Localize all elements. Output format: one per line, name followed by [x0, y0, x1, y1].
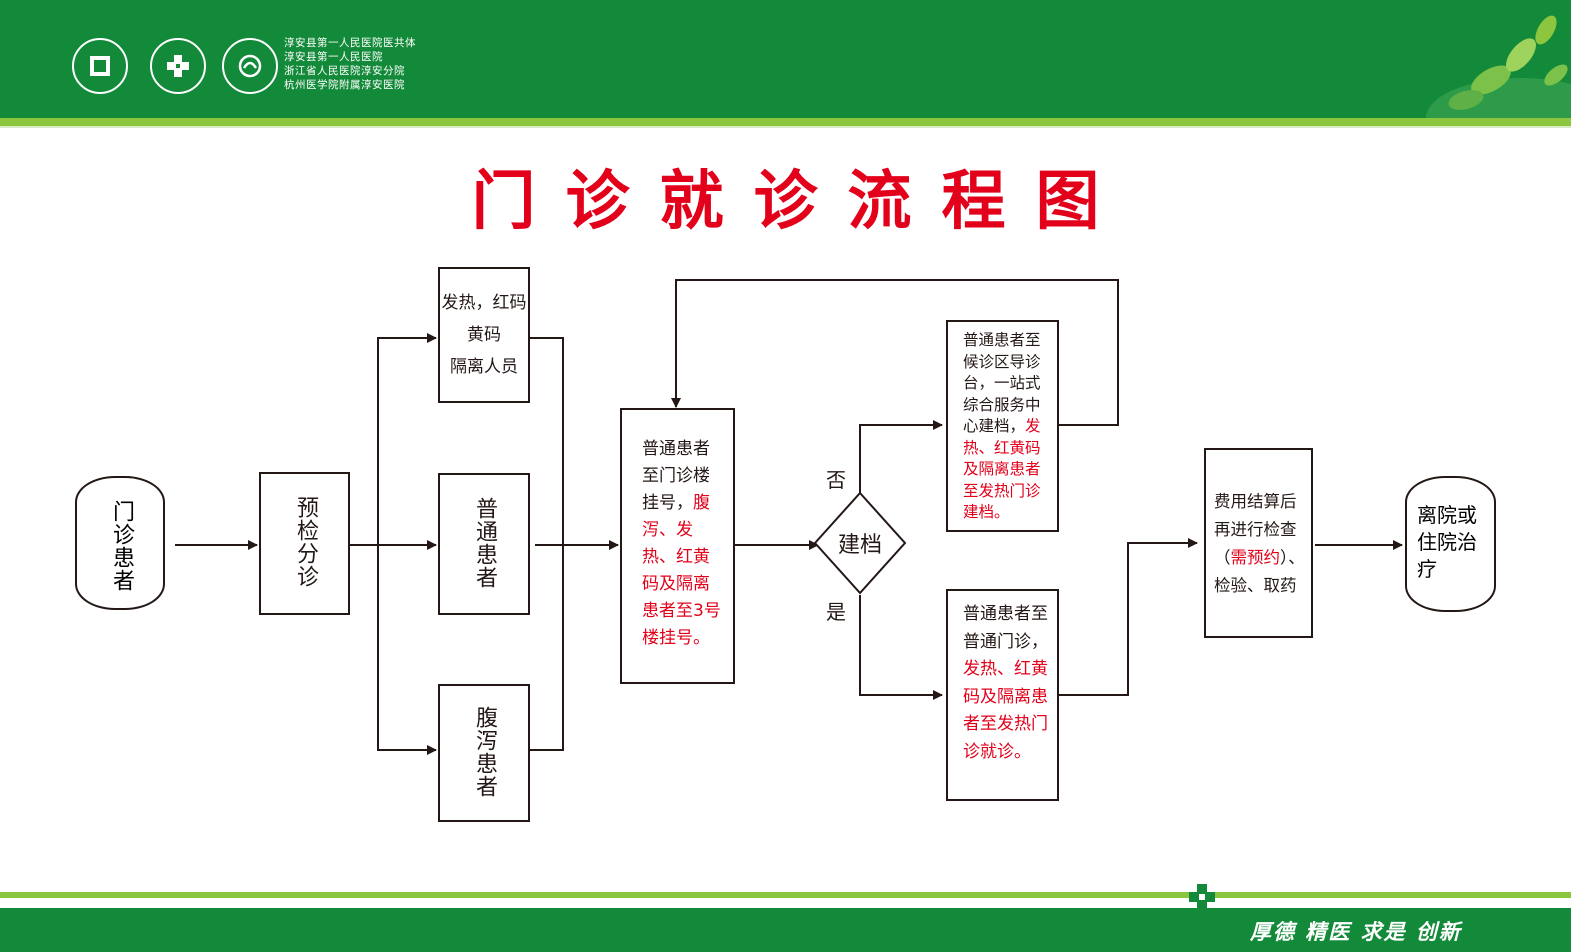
arrow-decision-yes [859, 595, 943, 700]
start-label: 门诊患者 [109, 500, 134, 592]
arrow-to-payment [1058, 538, 1198, 696]
end-node: 离院或住院治疗 [1405, 476, 1496, 612]
payment-text-1: 费用结算后再进行检查（ [1214, 492, 1297, 567]
yes-label: 是 [826, 600, 846, 624]
medical-cross-icon [1189, 884, 1215, 910]
normal-label: 普通患者 [472, 497, 497, 589]
no-branch-node: 普通患者至候诊区导诊台，一站式综合服务中心建档，发热、红黄码及隔离患者至发热门诊… [946, 320, 1059, 532]
payment-text-3: ）、检验、取药 [1214, 548, 1305, 595]
hospital-line: 杭州医学院附属淳安医院 [284, 79, 405, 91]
fever-line: 发热，红码 [441, 293, 527, 313]
triage-node: 预检分诊 [259, 472, 350, 615]
no-branch-special-text: 发热、红黄码及隔离患者至发热门诊建档。 [963, 417, 1041, 521]
fever-line: 黄码 [467, 325, 501, 345]
payment-node: 费用结算后再进行检查（需预约）、检验、取药 [1204, 448, 1313, 638]
footer-accent-line [0, 892, 1571, 898]
triage-label: 预检分诊 [293, 496, 318, 588]
diarrhea-patient-node: 腹泻患者 [438, 684, 530, 822]
arrow-triage-to-fever [377, 333, 437, 545]
decision-label: 建档 [838, 533, 882, 558]
leaf-decoration-icon [1426, 15, 1571, 118]
registration-special-text: 腹泻、发热、红黄码及隔离患者至3号楼挂号。 [642, 493, 721, 648]
fever-line: 隔离人员 [450, 357, 518, 377]
yes-branch-normal-text: 普通患者至普通门诊， [963, 604, 1048, 652]
arrow-decision-no [859, 420, 943, 493]
normal-patient-node: 普通患者 [438, 473, 530, 615]
decision-diamond [813, 491, 907, 595]
end-label: 离院或住院治疗 [1417, 503, 1477, 581]
yes-branch-node: 普通患者至普通门诊， 发热、红黄码及隔离患者至发热门诊就诊。 [946, 589, 1059, 801]
arrow-triage-to-diarrhea [377, 545, 437, 755]
start-node: 门诊患者 [75, 476, 165, 610]
page-title: 门诊就诊流程图 [471, 165, 1130, 239]
footer-band [0, 908, 1571, 952]
arrow-loop-back [671, 279, 1119, 426]
hospital-alliance-logo-icon [72, 38, 128, 94]
no-branch-normal-text: 普通患者至候诊区导诊台，一站式综合服务中心建档， [963, 331, 1041, 435]
hospital-slogan: 厚德 精医 求是 创新 [1250, 919, 1462, 944]
first-peoples-hospital-logo-icon [150, 38, 206, 94]
header-divider [0, 126, 1571, 128]
hospital-line: 浙江省人民医院淳安分院 [284, 65, 405, 77]
fever-group-node: 发热，红码 黄码 隔离人员 [438, 267, 530, 403]
registration-normal-text: 普通患者至门诊楼挂号， [642, 439, 710, 513]
hospital-line: 淳安县第一人民医院 [284, 51, 383, 63]
header-band: 淳安县第一人民医院医共体 淳安县第一人民医院 浙江省人民医院淳安分院 杭州医学院… [0, 0, 1571, 118]
header-accent-line [0, 118, 1571, 126]
registration-node: 普通患者至门诊楼挂号，腹泻、发热、红黄码及隔离患者至3号楼挂号。 [620, 408, 735, 684]
hospital-names: 淳安县第一人民医院医共体 淳安县第一人民医院 浙江省人民医院淳安分院 杭州医学院… [284, 36, 416, 92]
diarrhea-label: 腹泻患者 [472, 706, 497, 798]
medical-college-logo-icon [222, 38, 278, 94]
payment-reservation-text: 需预约 [1230, 548, 1281, 567]
no-label: 否 [826, 468, 846, 492]
yes-branch-special-text: 发热、红黄码及隔离患者至发热门诊就诊。 [963, 659, 1048, 762]
hospital-line: 淳安县第一人民医院医共体 [284, 37, 416, 49]
